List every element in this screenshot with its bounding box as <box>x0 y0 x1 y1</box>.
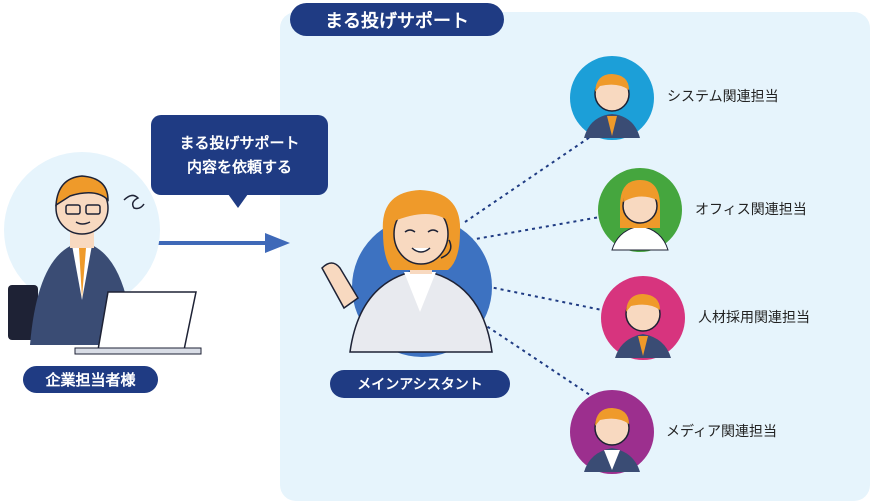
request-bubble: まる投げサポート 内容を依頼する <box>151 115 328 195</box>
staff-label-media: メディア関連担当 <box>666 424 778 440</box>
connector-hr <box>479 284 603 311</box>
request-bubble-line1: まる投げサポート <box>179 134 300 152</box>
staff-avatar-hr <box>601 276 685 360</box>
request-arrow <box>153 233 290 253</box>
staff-avatar-media <box>570 390 654 474</box>
staff-label-system: システム関連担当 <box>667 89 779 105</box>
main-assistant-label: メインアシスタント <box>330 370 510 398</box>
request-bubble-line2: 内容を依頼する <box>186 158 292 176</box>
staff-avatar-system <box>570 56 654 140</box>
service-title: まる投げサポート <box>290 3 504 36</box>
client-person <box>4 152 202 355</box>
connector-office <box>469 216 601 241</box>
connector-lines <box>464 134 603 396</box>
staff-avatar-office <box>598 168 682 252</box>
connector-media <box>469 314 591 396</box>
client-label: 企業担当者様 <box>23 366 158 393</box>
staff-label-office: オフィス関連担当 <box>695 202 807 218</box>
main-assistant-person <box>321 190 493 357</box>
request-bubble-tail <box>228 194 248 208</box>
staff-label-hr: 人材採用関連担当 <box>698 310 810 326</box>
connector-system <box>464 134 594 223</box>
